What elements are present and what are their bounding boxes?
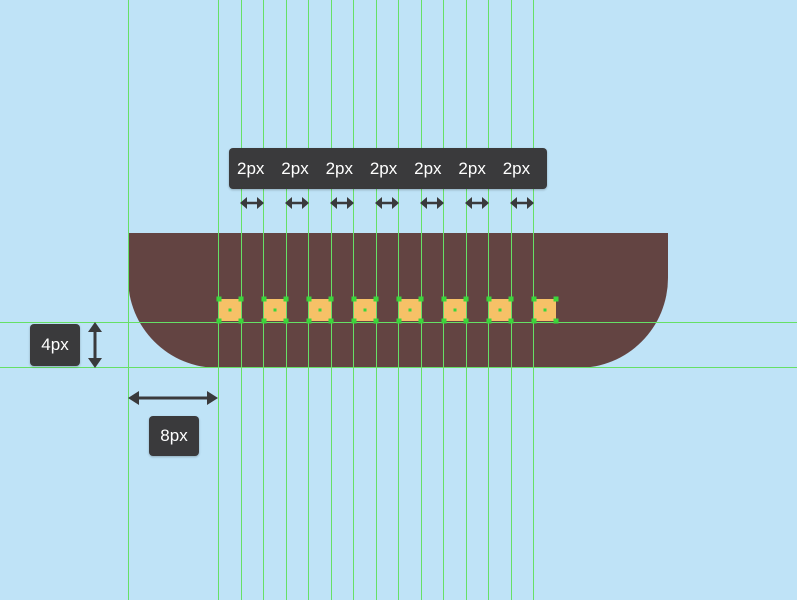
light-square bbox=[306, 296, 334, 324]
spacing-label: 2px bbox=[458, 158, 486, 178]
horizontal-double-arrow-icon bbox=[128, 391, 218, 405]
double-arrow-icon bbox=[330, 197, 354, 209]
light-square bbox=[486, 296, 514, 324]
spacing-label-group: 2px 2px 2px 2px 2px 2px 2px bbox=[229, 148, 547, 189]
spacing-label: 2px bbox=[502, 158, 531, 178]
spacing-label: 2px bbox=[369, 158, 398, 178]
horizontal-gap-label: 8px bbox=[149, 416, 199, 456]
double-arrow-icon bbox=[510, 197, 534, 209]
light-square bbox=[531, 296, 559, 324]
double-arrow-icon bbox=[240, 197, 264, 209]
spacing-arrows bbox=[240, 197, 534, 209]
light-squares bbox=[216, 296, 559, 324]
light-square bbox=[216, 296, 244, 324]
vertical-gap-label: 4px bbox=[30, 324, 80, 366]
spacing-label: 2px bbox=[414, 158, 442, 178]
double-arrow-icon bbox=[285, 197, 309, 209]
spacing-label: 2px bbox=[281, 158, 309, 178]
vertical-double-arrow-icon bbox=[88, 322, 102, 368]
double-arrow-icon bbox=[465, 197, 489, 209]
light-square bbox=[261, 296, 289, 324]
light-square bbox=[351, 296, 379, 324]
spacing-label: 2px bbox=[325, 158, 353, 178]
light-square bbox=[396, 296, 424, 324]
double-arrow-icon bbox=[375, 197, 399, 209]
light-square bbox=[441, 296, 469, 324]
spacing-label: 2px bbox=[237, 158, 265, 178]
double-arrow-icon bbox=[420, 197, 444, 209]
